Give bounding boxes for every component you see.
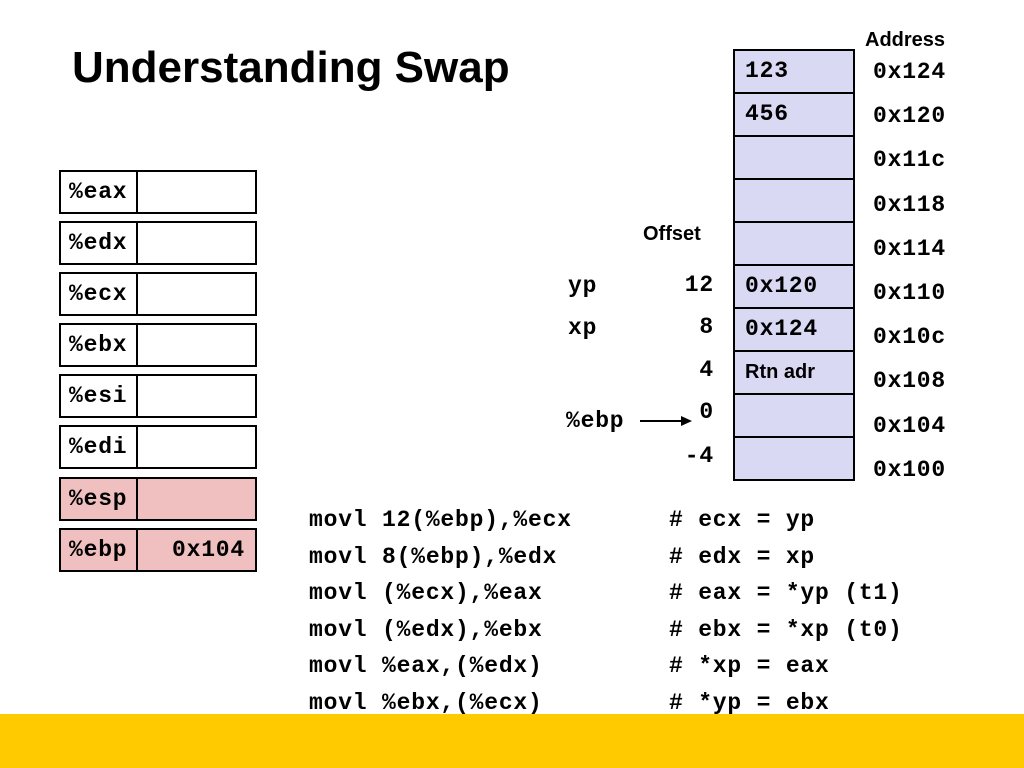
register-name: %esp (61, 479, 138, 519)
address-label: 0x120 (873, 103, 947, 130)
register-name: %edx (61, 223, 138, 263)
register-row-ebx: %ebx (59, 323, 257, 367)
address-label: 0x114 (873, 235, 947, 262)
register-value (138, 376, 255, 416)
code-instruction: movl %ebx,(%ecx) (309, 689, 543, 716)
register-row-esi: %esi (59, 374, 257, 418)
stack-cell (733, 221, 855, 266)
code-line: movl (%ecx),%eax # eax = *yp (t1) (309, 575, 903, 612)
stack-cell: 456 (733, 92, 855, 137)
register-value (138, 274, 255, 314)
code-instruction: movl (%edx),%ebx (309, 616, 543, 643)
register-name: %ecx (61, 274, 138, 314)
register-row-eax: %eax (59, 170, 257, 214)
code-instruction: movl %eax,(%edx) (309, 653, 543, 680)
register-name: %eax (61, 172, 138, 212)
address-label: 0x11c (873, 147, 947, 174)
address-label: 0x10c (873, 324, 947, 351)
stack-cell (733, 393, 855, 438)
offset-label: 12 (684, 272, 714, 298)
stack-memory-column: 123 456 0x120 0x124 Rtn adr (733, 49, 855, 481)
address-column: 0x124 0x120 0x11c 0x118 0x114 0x110 0x10… (873, 50, 946, 492)
register-row-edi: %edi (59, 425, 257, 469)
code-comment: # edx = xp (669, 543, 816, 570)
address-label: 0x110 (873, 279, 947, 306)
code-line: movl 8(%ebp),%edx # edx = xp (309, 539, 903, 576)
register-name: %edi (61, 427, 138, 467)
stack-cell (733, 436, 855, 481)
pointer-label-xp: xp (568, 315, 598, 341)
code-comment: # *yp = ebx (669, 689, 830, 716)
register-name: %ebp (61, 530, 138, 570)
stack-cell: 0x120 (733, 264, 855, 309)
stack-cell (733, 178, 855, 223)
offset-label: -4 (684, 443, 714, 469)
code-line: movl %ebx,(%ecx) # *yp = ebx (309, 685, 903, 722)
stack-cell (733, 135, 855, 180)
pointer-label-yp: yp (568, 273, 598, 299)
register-value (138, 427, 255, 467)
footer-bar (0, 714, 1024, 768)
address-label: 0x100 (873, 456, 947, 483)
offset-header: Offset (643, 223, 701, 245)
pointer-label-ebp: %ebp (566, 408, 625, 434)
address-label: 0x124 (873, 59, 947, 85)
arrow-right-icon (640, 416, 692, 426)
register-value (138, 172, 255, 212)
address-header: Address (865, 29, 946, 51)
address-label: 0x118 (873, 191, 947, 218)
code-comment: # *xp = eax (669, 653, 830, 680)
assembly-code-block: movl 12(%ebp),%ecx # ecx = yp movl 8(%eb… (309, 502, 903, 722)
code-instruction: movl 12(%ebp),%ecx (309, 507, 572, 533)
stack-cell-return-address: Rtn adr (733, 350, 855, 395)
register-value (138, 479, 255, 519)
register-name: %ebx (61, 325, 138, 365)
slide-title: Understanding Swap (72, 43, 510, 92)
stack-cell: 0x124 (733, 307, 855, 352)
offset-label: 4 (699, 357, 714, 383)
code-comment: # ecx = yp (669, 507, 816, 533)
code-comment: # eax = *yp (t1) (669, 580, 903, 607)
register-row-esp: %esp (59, 477, 257, 521)
address-label: 0x108 (873, 368, 947, 395)
address-label: 0x104 (873, 412, 947, 439)
stack-cell: 123 (733, 49, 855, 94)
code-instruction: movl 8(%ebp),%edx (309, 543, 558, 570)
code-comment: # ebx = *xp (t0) (669, 616, 903, 643)
offset-label: 0 (699, 399, 714, 425)
code-line: movl %eax,(%edx) # *xp = eax (309, 648, 903, 685)
register-row-ebp: %ebp 0x104 (59, 528, 257, 572)
offset-label: 8 (699, 314, 714, 340)
register-value: 0x104 (171, 537, 245, 563)
register-name: %esi (61, 376, 138, 416)
code-instruction: movl (%ecx),%eax (309, 580, 543, 607)
register-row-edx: %edx (59, 221, 257, 265)
register-value (138, 325, 255, 365)
code-line: movl (%edx),%ebx # ebx = *xp (t0) (309, 612, 903, 649)
register-value (138, 223, 255, 263)
register-row-ecx: %ecx (59, 272, 257, 316)
code-line: movl 12(%ebp),%ecx # ecx = yp (309, 502, 903, 539)
